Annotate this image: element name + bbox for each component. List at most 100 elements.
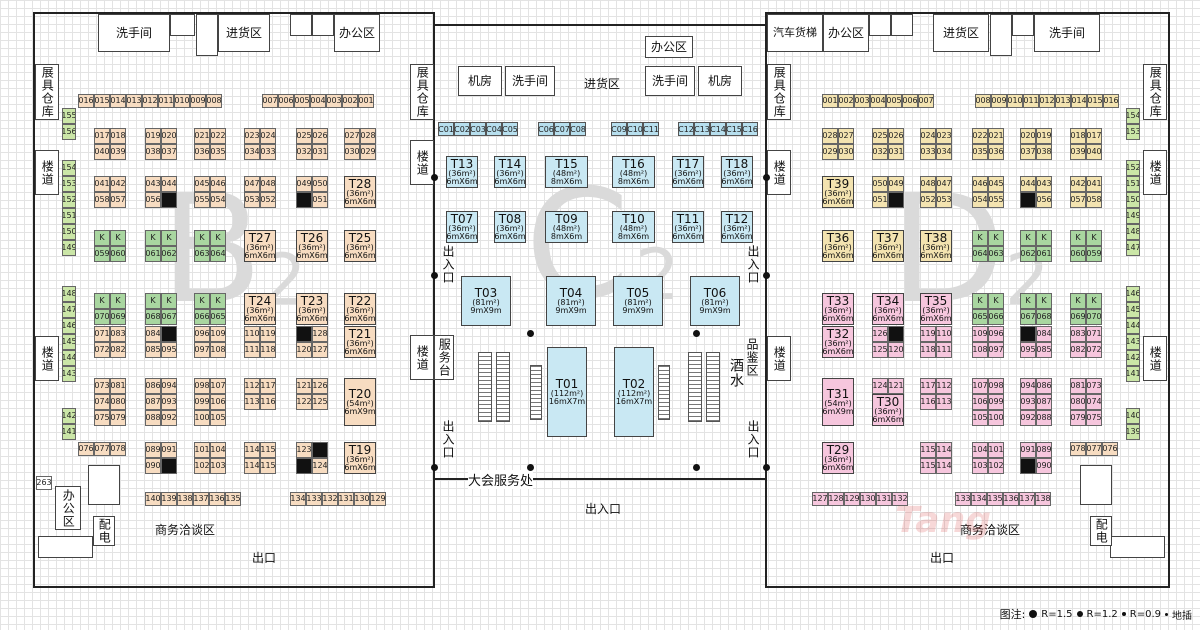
d2-booth[interactable]: 098	[988, 378, 1004, 394]
b2-green-booth[interactable]: 060	[110, 246, 126, 262]
b2-booth[interactable]: 125	[312, 394, 328, 410]
b2-booth[interactable]: 117	[260, 378, 276, 394]
c2-c-booth[interactable]: C08	[570, 122, 586, 136]
d2-green-booth[interactable]: 061	[1036, 246, 1052, 262]
b2-bottom-booth[interactable]: 132	[322, 492, 338, 506]
b2-green-booth[interactable]: 067	[161, 309, 177, 325]
d2-booth[interactable]: 023	[936, 128, 952, 144]
d2-booth[interactable]: 038	[1036, 144, 1052, 160]
b2-side-booth[interactable]: 147	[62, 302, 76, 318]
b2-booth[interactable]: 119	[260, 326, 276, 342]
d2-side-booth[interactable]: 141	[1126, 366, 1140, 382]
d2-booth[interactable]: 084	[1036, 326, 1052, 342]
d2-green-booth[interactable]: 068	[1036, 309, 1052, 325]
b2-green-booth[interactable]: K	[161, 230, 177, 246]
b2-booth[interactable]: 078	[110, 442, 126, 456]
d2-side-booth[interactable]: 145	[1126, 302, 1140, 318]
d2-big-booth[interactable]: T29(36m²)6mX6m	[822, 442, 854, 474]
c2-c-booth[interactable]: C15	[726, 122, 742, 136]
d2-booth[interactable]: 003	[854, 94, 870, 108]
d2-bottom-booth[interactable]: 128	[828, 492, 844, 506]
b2-booth[interactable]: 058	[94, 192, 110, 208]
b2-big-booth[interactable]: T21(36m²)6mX6m	[344, 326, 376, 358]
d2-booth[interactable]: 124	[872, 378, 888, 394]
d2-side-booth[interactable]: 143	[1126, 334, 1140, 350]
b2-side-booth[interactable]: 155	[62, 108, 76, 124]
d2-bottom-booth[interactable]: 133	[955, 492, 971, 506]
b2-booth[interactable]: 029	[360, 144, 376, 160]
b2-booth[interactable]: 044	[161, 176, 177, 192]
d2-booth[interactable]: 088	[1036, 410, 1052, 426]
b2-green-booth[interactable]: K	[194, 293, 210, 309]
d2-booth[interactable]: 022	[972, 128, 988, 144]
d2-bottom-booth[interactable]: 131	[876, 492, 892, 506]
b2-green-booth[interactable]: 064	[210, 246, 226, 262]
d2-green-booth[interactable]: 069	[1070, 309, 1086, 325]
b2-green-booth[interactable]: 059	[94, 246, 110, 262]
d2-booth[interactable]: 039	[1070, 144, 1086, 160]
d2-booth[interactable]: 105	[972, 410, 988, 426]
b2-booth[interactable]: 010	[174, 94, 190, 108]
b2-side-booth[interactable]: 156	[62, 124, 76, 140]
d2-booth[interactable]: 125	[872, 342, 888, 358]
d2-booth[interactable]	[888, 326, 904, 342]
d2-booth[interactable]	[1020, 326, 1036, 342]
c2-t-booth[interactable]: T13(36m²)6mX6m	[446, 156, 478, 188]
b2-green-booth[interactable]: K	[210, 293, 226, 309]
d2-booth[interactable]: 012	[1039, 94, 1055, 108]
d2-side-booth[interactable]: 140	[1126, 408, 1140, 424]
d2-green-booth[interactable]: K	[1070, 293, 1086, 309]
c2-t-booth[interactable]: T11(36m²)6mX6m	[672, 211, 704, 243]
b2-booth[interactable]: 034	[244, 144, 260, 160]
d2-bottom-booth[interactable]: 134	[971, 492, 987, 506]
b2-booth[interactable]: 124	[312, 458, 328, 474]
b2-booth[interactable]: 121	[296, 378, 312, 394]
b2-booth[interactable]: 095	[161, 342, 177, 358]
b2-booth[interactable]: 115	[260, 458, 276, 474]
b2-green-booth[interactable]: 066	[194, 309, 210, 325]
d2-booth[interactable]: 008	[975, 94, 991, 108]
c2-c-booth[interactable]: C07	[554, 122, 570, 136]
b2-booth[interactable]	[161, 458, 177, 474]
d2-green-booth[interactable]: K	[1086, 293, 1102, 309]
b2-booth[interactable]: 106	[210, 394, 226, 410]
d2-booth[interactable]: 017	[1086, 128, 1102, 144]
d2-booth[interactable]: 011	[1023, 94, 1039, 108]
b2-booth[interactable]: 083	[110, 326, 126, 342]
d2-booth[interactable]: 079	[1070, 410, 1086, 426]
b2-booth[interactable]: 110	[244, 326, 260, 342]
b2-booth[interactable]: 020	[161, 128, 177, 144]
d2-booth[interactable]: 099	[988, 394, 1004, 410]
b2-booth-263[interactable]: 263	[36, 476, 52, 490]
b2-booth[interactable]: 076	[78, 442, 94, 456]
b2-bottom-booth[interactable]: 140	[145, 492, 161, 506]
d2-big-booth[interactable]: T34(36m²)6mX6m	[872, 293, 904, 325]
d2-booth[interactable]: 083	[1070, 326, 1086, 342]
d2-booth[interactable]: 054	[972, 192, 988, 208]
d2-big-booth[interactable]: T30(36m²)6mX6m	[872, 394, 904, 426]
d2-big-booth[interactable]: T33(36m²)6mX6m	[822, 293, 854, 325]
b2-big-booth[interactable]: T27(36m²)6mX6m	[244, 230, 276, 262]
d2-booth[interactable]: 049	[888, 176, 904, 192]
b2-booth[interactable]: 101	[194, 442, 210, 458]
d2-booth[interactable]: 046	[972, 176, 988, 192]
c2-t-booth[interactable]: T07(36m²)6mX6m	[446, 211, 478, 243]
d2-booth[interactable]: 078	[1070, 442, 1086, 456]
b2-booth[interactable]: 038	[145, 144, 161, 160]
b2-booth[interactable]: 126	[312, 378, 328, 394]
b2-booth[interactable]: 086	[145, 378, 161, 394]
b2-booth[interactable]: 046	[210, 176, 226, 192]
b2-booth[interactable]: 018	[110, 128, 126, 144]
c2-t-booth[interactable]: T10(48m²)8mX6m	[612, 211, 655, 243]
b2-booth[interactable]: 052	[260, 192, 276, 208]
c2-c-booth[interactable]: C13	[694, 122, 710, 136]
c2-t-booth[interactable]: T09(48m²)8mX6m	[545, 211, 588, 243]
b2-booth[interactable]: 001	[358, 94, 374, 108]
d2-green-booth[interactable]: 059	[1086, 246, 1102, 262]
c2-t-booth[interactable]: T16(48m²)8mX6m	[612, 156, 655, 188]
b2-booth[interactable]: 077	[94, 442, 110, 456]
b2-booth[interactable]: 019	[145, 128, 161, 144]
d2-booth[interactable]: 045	[988, 176, 1004, 192]
d2-booth[interactable]: 092	[1020, 410, 1036, 426]
b2-booth[interactable]: 011	[158, 94, 174, 108]
